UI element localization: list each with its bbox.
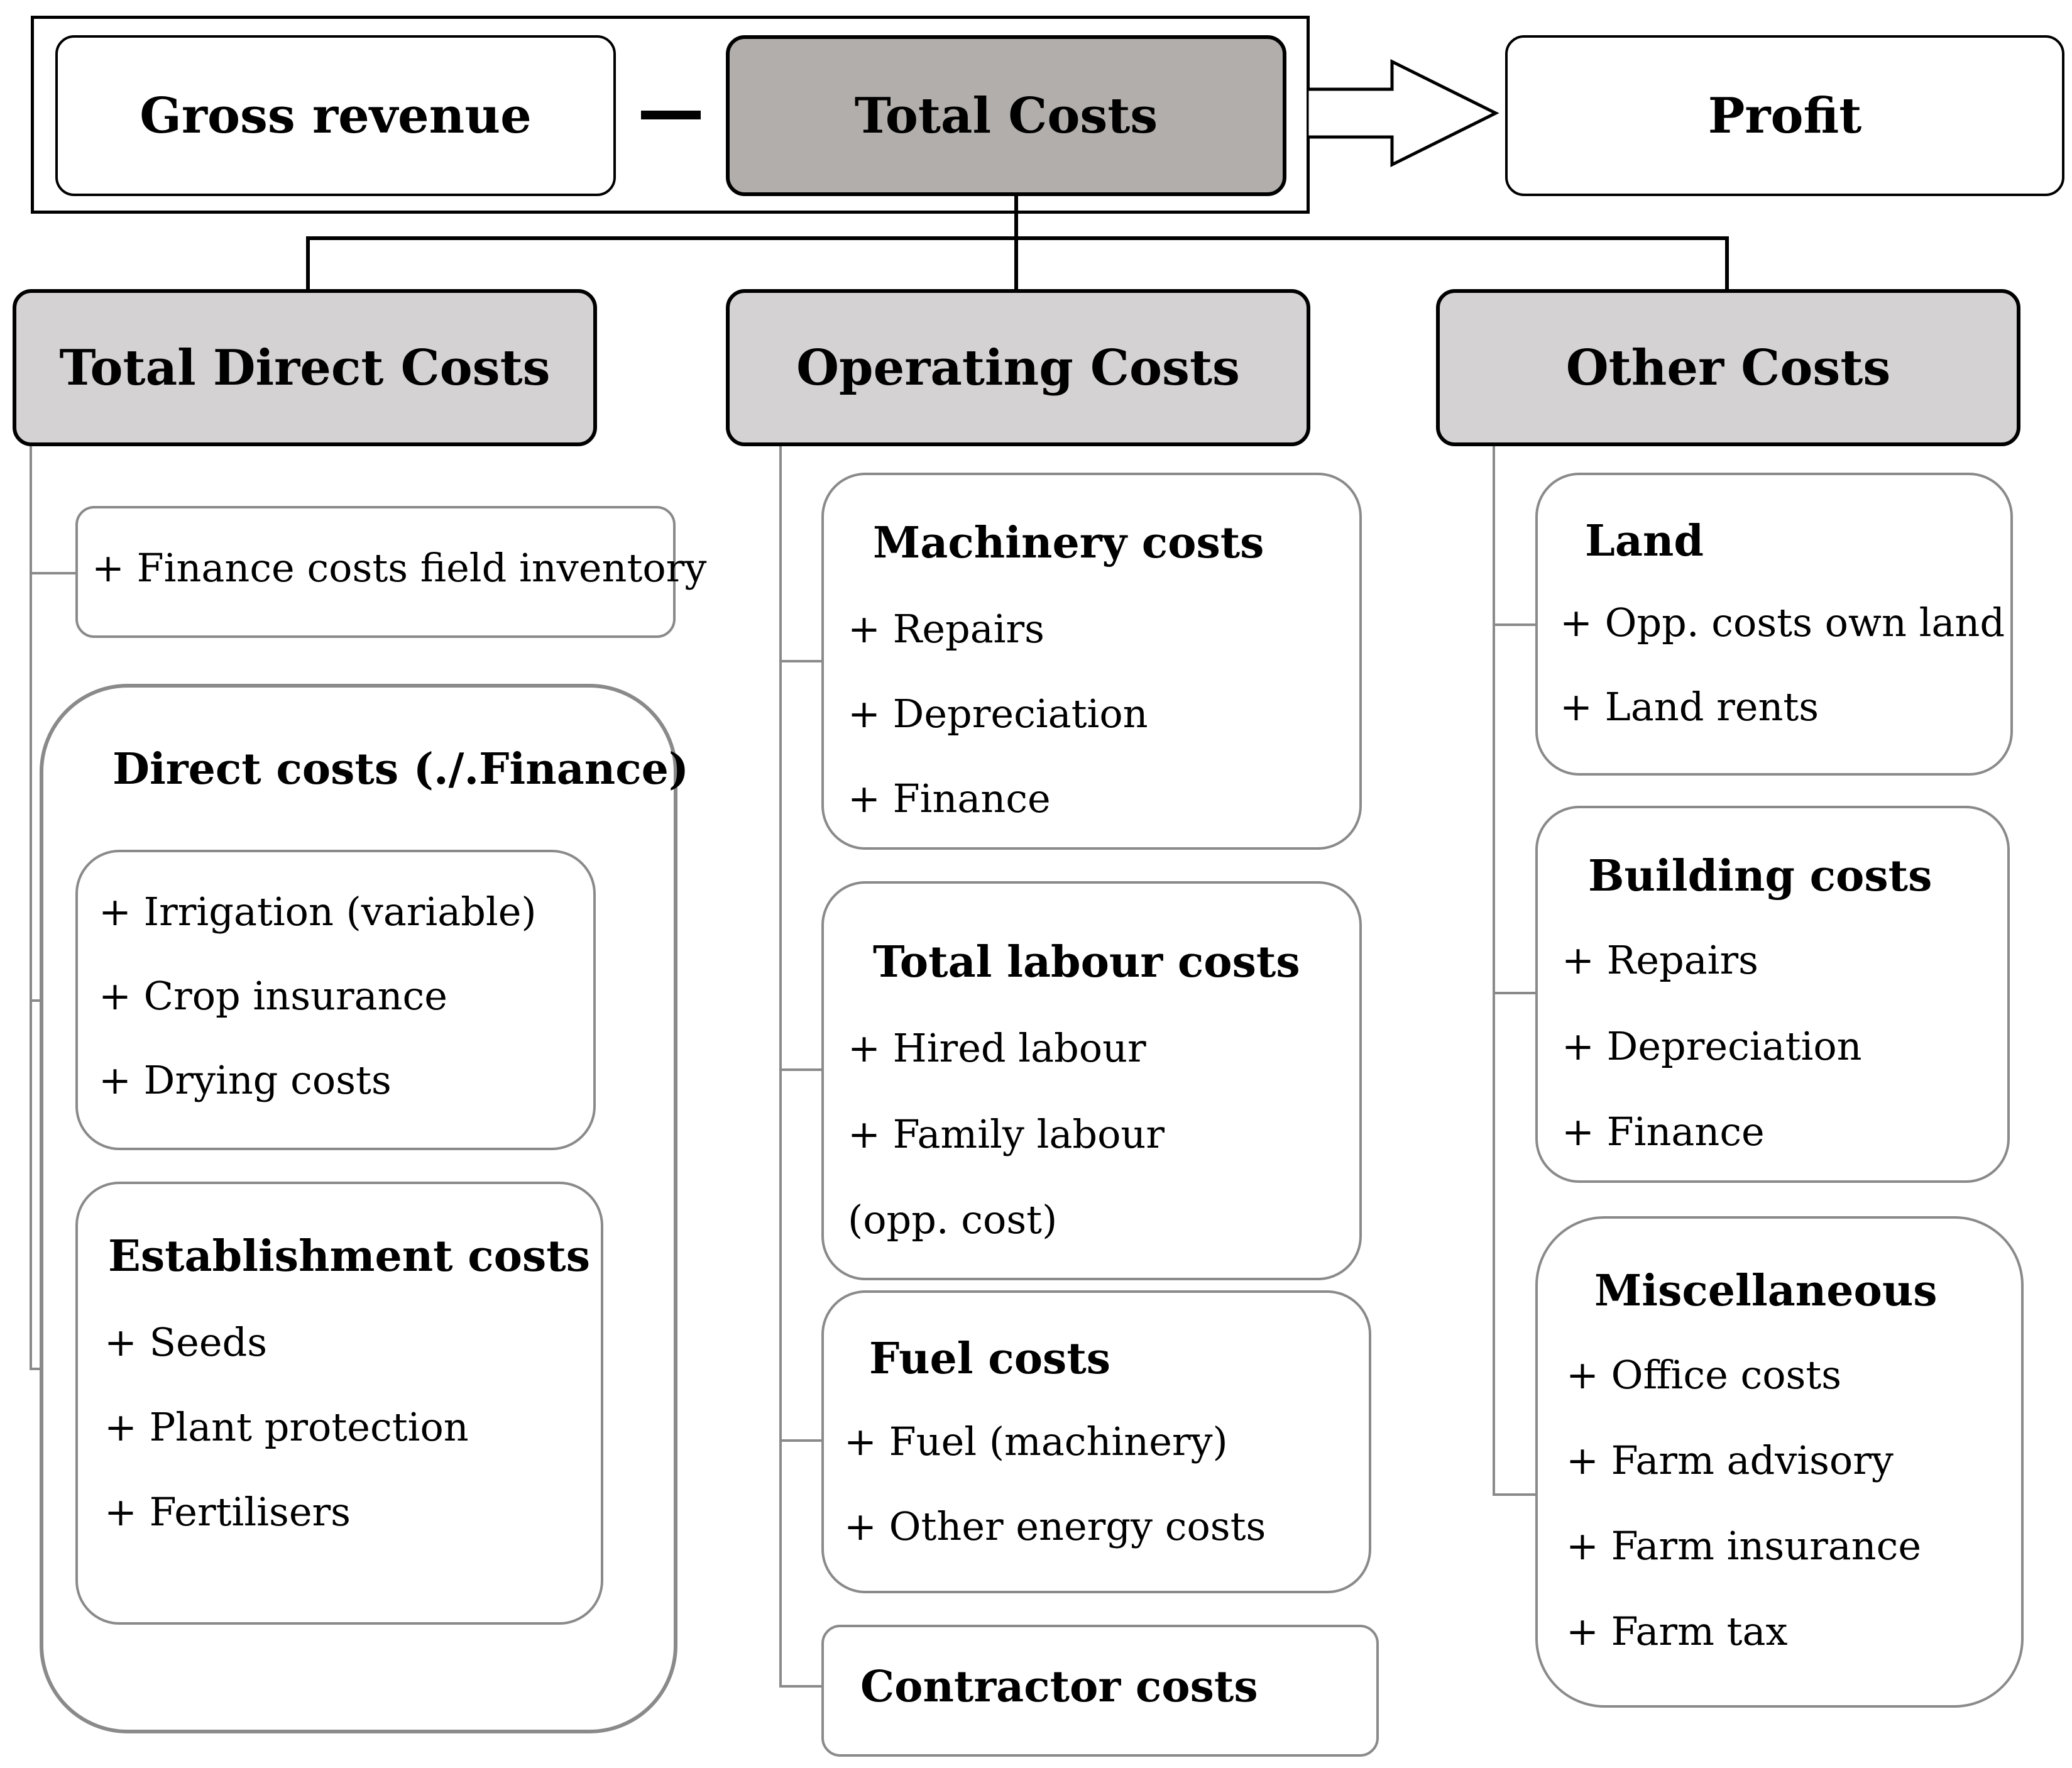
category-operating-label: Operating Costs: [796, 339, 1240, 397]
machinery-costs-title: Machinery costs: [873, 518, 1264, 568]
establishment-costs-title: Establishment costs: [108, 1231, 590, 1282]
gross-revenue-label: Gross revenue: [140, 87, 532, 145]
total-costs-box: Total Costs: [726, 35, 1286, 196]
machinery-item: + Depreciation: [848, 691, 1148, 737]
profit-box: Profit: [1505, 35, 2064, 196]
tree-line-other: [1493, 446, 1495, 1496]
category-direct: Total Direct Costs: [13, 289, 597, 446]
land-costs-title: Land: [1585, 516, 1704, 566]
finance-field-inventory-item: + Finance costs field inventory: [92, 545, 707, 591]
variable-item: + Drying costs: [99, 1057, 392, 1103]
labour-costs-card: Total labour costs + Hired labour + Fami…: [821, 881, 1362, 1280]
misc-item: + Farm advisory: [1566, 1437, 1894, 1483]
building-costs-title: Building costs: [1588, 851, 1932, 901]
contractor-costs-card: Contractor costs: [821, 1625, 1379, 1757]
machinery-item: + Repairs: [848, 606, 1044, 652]
miscellaneous-costs-title: Miscellaneous: [1594, 1266, 1938, 1316]
contractor-costs-title: Contractor costs: [860, 1662, 1258, 1712]
profit-label: Profit: [1707, 87, 1862, 145]
fuel-item: + Other energy costs: [844, 1503, 1266, 1549]
category-other-label: Other Costs: [1565, 339, 1891, 397]
total-costs-label: Total Costs: [854, 87, 1158, 145]
connector-right: [1725, 236, 1729, 290]
establishment-item: + Seeds: [104, 1319, 268, 1365]
connector-bar: [306, 236, 1729, 240]
building-item: + Finance: [1562, 1109, 1765, 1155]
labour-item: + Family labour: [848, 1111, 1165, 1157]
building-item: + Repairs: [1562, 937, 1758, 983]
machinery-costs-card: Machinery costs + Repairs + Depreciation…: [821, 473, 1362, 850]
misc-item: + Farm insurance: [1566, 1523, 1922, 1569]
gross-revenue-box: Gross revenue: [55, 35, 616, 196]
labour-item: + Hired labour: [848, 1025, 1146, 1071]
tree-branch: [779, 1068, 823, 1071]
tree-branch: [30, 572, 77, 574]
establishment-item: + Fertilisers: [104, 1489, 351, 1535]
fuel-costs-title: Fuel costs: [869, 1334, 1111, 1384]
land-item: + Land rents: [1560, 684, 1819, 730]
connector-stem: [1014, 196, 1018, 290]
direct-costs-title: Direct costs (./.Finance): [112, 744, 689, 794]
tree-branch: [1493, 1493, 1537, 1496]
fuel-item: + Fuel (machinery): [844, 1419, 1228, 1464]
fuel-costs-card: Fuel costs + Fuel (machinery) + Other en…: [821, 1290, 1371, 1593]
category-other: Other Costs: [1436, 289, 2020, 446]
tree-branch: [779, 660, 823, 662]
labour-costs-title: Total labour costs: [873, 937, 1300, 987]
variable-item: + Crop insurance: [99, 973, 447, 1019]
land-item: + Opp. costs own land: [1560, 600, 2005, 645]
misc-item: + Farm tax: [1566, 1608, 1788, 1654]
tree-line-direct: [30, 446, 32, 1370]
connector-left: [306, 236, 310, 290]
tree-line-operating: [779, 446, 782, 1688]
tree-branch: [779, 1685, 823, 1688]
building-item: + Depreciation: [1562, 1023, 1862, 1069]
miscellaneous-costs-card: Miscellaneous + Office costs + Farm advi…: [1535, 1216, 2024, 1708]
result-arrow-icon: [1307, 58, 1499, 168]
machinery-item: + Finance: [848, 776, 1051, 821]
finance-field-inventory-card: + Finance costs field inventory: [75, 506, 706, 638]
land-costs-card: Land + Opp. costs own land + Land rents: [1535, 473, 2013, 776]
variable-costs-card: + Irrigation (variable) + Crop insurance…: [75, 850, 596, 1150]
misc-item: + Office costs: [1566, 1352, 1842, 1398]
variable-item: + Irrigation (variable): [99, 889, 537, 935]
establishment-costs-card: Establishment costs + Seeds + Plant prot…: [75, 1182, 603, 1625]
building-costs-card: Building costs + Repairs + Depreciation …: [1535, 806, 2010, 1183]
tree-branch: [1493, 623, 1537, 626]
minus-sign: [641, 111, 701, 119]
establishment-item: + Plant protection: [104, 1404, 469, 1450]
tree-branch: [779, 1439, 823, 1442]
category-direct-label: Total Direct Costs: [59, 339, 551, 397]
category-operating: Operating Costs: [726, 289, 1310, 446]
labour-item: (opp. cost): [848, 1197, 1058, 1243]
tree-branch: [1493, 992, 1537, 994]
